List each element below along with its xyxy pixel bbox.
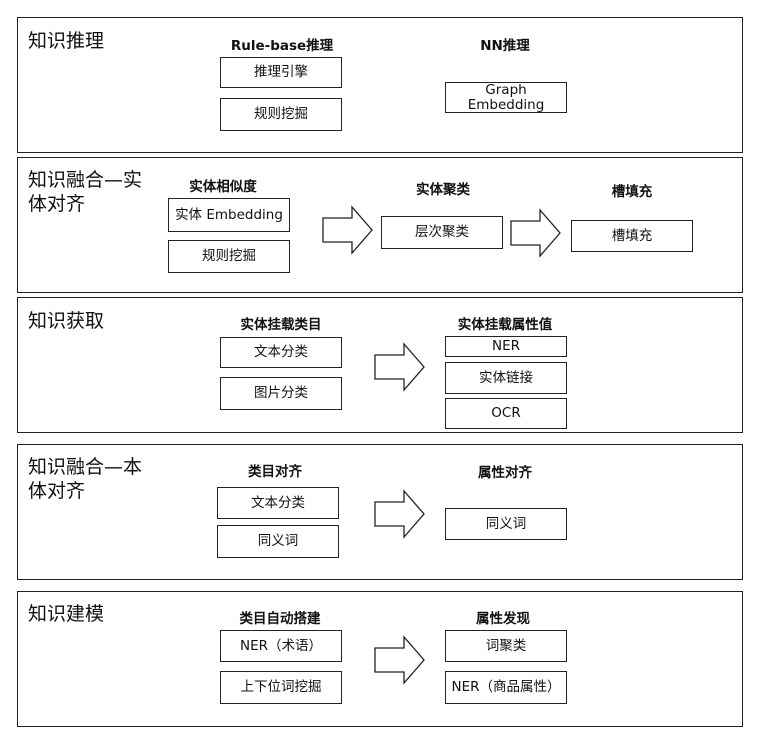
box-label: 同义词 <box>485 515 527 532</box>
box-text-classification: 文本分类 <box>220 337 342 368</box>
panel-knowledge-acquisition: 知识获取 实体挂载类目 文本分类 图片分类 实体挂载属性值 NER 实体链接 O… <box>17 297 743 433</box>
box-label: 文本分类 <box>251 494 305 511</box>
group-heading-attribute-discovery: 属性发现 <box>476 611 530 627</box>
box-label: NER（商品属性） <box>451 679 561 695</box>
box-label: 文本分类 <box>254 344 308 360</box>
arrow-right-icon <box>374 635 425 685</box>
group-heading-category-alignment: 类目对齐 <box>248 464 302 480</box>
panel-ontology-alignment: 知识融合—本体对齐 类目对齐 文本分类 同义词 属性对齐 同义词 <box>17 444 743 580</box>
box-rule-mining: 规则挖掘 <box>220 98 342 131</box>
box-word-clustering: 词聚类 <box>445 630 567 662</box>
panel-title: 知识融合—本体对齐 <box>28 456 143 502</box>
group-heading-category-construction: 类目自动搭建 <box>239 611 321 627</box>
box-ner: NER <box>445 336 567 357</box>
panel-knowledge-reasoning: 知识推理 Rule-base推理 推理引擎 规则挖掘 NN推理 Graph Em… <box>17 17 743 153</box>
group-heading-entity-category: 实体挂载类目 <box>240 317 322 333</box>
panel-title: 知识推理 <box>28 30 105 52</box>
group-heading-nn: NN推理 <box>480 38 530 54</box>
box-label: 层次聚类 <box>415 224 469 240</box>
arrow-right-icon <box>322 205 373 255</box>
box-ocr: OCR <box>445 398 567 429</box>
box-label: 规则挖掘 <box>202 248 256 264</box>
group-heading-entity-similarity: 实体相似度 <box>189 179 257 195</box>
box-entity-embedding: 实体 Embedding <box>168 198 290 232</box>
panel-title: 知识建模 <box>28 603 105 625</box>
box-label: 词聚类 <box>485 637 527 654</box>
box-label: 上下位词挖掘 <box>240 679 322 695</box>
box-label: Graph Embedding <box>467 82 545 113</box>
box-label: 推理引擎 <box>254 64 308 80</box>
group-heading-rule-based: Rule-base推理 <box>230 38 334 54</box>
box-hypernym-mining: 上下位词挖掘 <box>220 671 342 704</box>
group-heading-attribute-alignment: 属性对齐 <box>478 465 532 481</box>
box-label: 同义词 <box>257 533 299 549</box>
box-slot-filling: 槽填充 <box>571 220 693 252</box>
group-heading-slot-filling: 槽填充 <box>611 184 653 200</box>
panel-title: 知识融合—实体对齐 <box>28 169 143 215</box>
panel-entity-alignment: 知识融合—实体对齐 实体相似度 实体 Embedding 规则挖掘 实体聚类 层… <box>17 157 743 293</box>
box-ner-terms: NER（术语） <box>220 630 342 662</box>
box-label: 规则挖掘 <box>254 106 308 122</box>
box-synonym: 同义词 <box>445 508 567 540</box>
box-text-classification: 文本分类 <box>217 487 339 519</box>
box-label: 图片分类 <box>254 385 308 401</box>
box-label: NER <box>491 338 520 354</box>
box-label: 实体 Embedding <box>175 206 283 223</box>
box-label: NER（术语） <box>239 637 322 654</box>
box-rule-mining: 规则挖掘 <box>168 240 290 273</box>
arrow-right-icon <box>374 489 425 539</box>
box-reasoning-engine: 推理引擎 <box>220 57 342 88</box>
box-entity-linking: 实体链接 <box>445 362 567 394</box>
box-hierarchical-clustering: 层次聚类 <box>381 216 503 249</box>
box-label: OCR <box>491 405 521 421</box>
box-label: 实体链接 <box>479 369 533 386</box>
box-image-classification: 图片分类 <box>220 377 342 410</box>
box-ner-product-attribute: NER（商品属性） <box>445 671 567 704</box>
arrow-right-icon <box>374 342 425 392</box>
group-heading-entity-attribute: 实体挂载属性值 <box>457 317 553 333</box>
group-heading-entity-clustering: 实体聚类 <box>416 182 470 198</box>
box-graph-embedding: Graph Embedding <box>445 82 567 113</box>
box-label: 槽填充 <box>611 227 653 244</box>
panel-title: 知识获取 <box>28 310 105 332</box>
panel-knowledge-modeling: 知识建模 类目自动搭建 NER（术语） 上下位词挖掘 属性发现 词聚类 NER（… <box>17 591 743 727</box>
box-synonym: 同义词 <box>217 525 339 558</box>
arrow-right-icon <box>510 208 561 258</box>
